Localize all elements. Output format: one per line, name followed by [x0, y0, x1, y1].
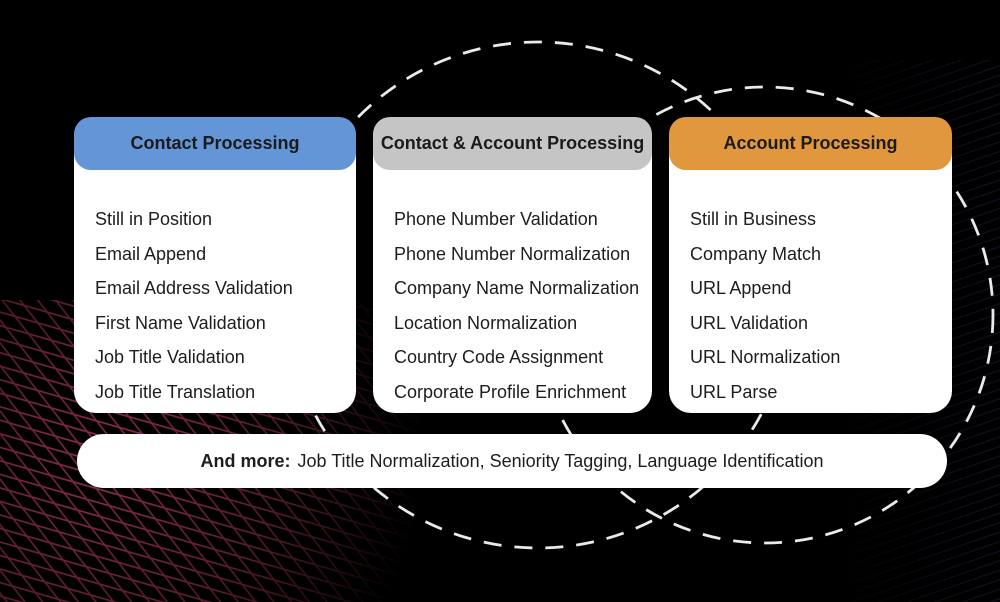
list-item: Job Title Validation — [95, 347, 245, 368]
card-contact-account-processing-items: Phone Number Validation Phone Number Nor… — [373, 186, 652, 413]
list-item: Still in Business — [690, 209, 817, 229]
and-more-text: Job Title Normalization, Seniority Taggi… — [297, 450, 824, 471]
card-contact-processing-header: Contact Processing — [74, 117, 356, 170]
card-contact-processing-items: Still in Position Email Append Email Add… — [74, 186, 356, 413]
list-item: URL Validation — [690, 312, 809, 333]
and-more-label: And more: — [200, 450, 291, 471]
list-item: Location Normalization — [394, 312, 578, 333]
list-item: First Name Validation — [95, 312, 266, 333]
card-contact-processing: Contact Processing Still in Position Ema… — [74, 117, 356, 413]
list-item: Company Match — [690, 243, 822, 264]
list-item: Country Code Assignment — [394, 347, 604, 368]
list-item: Email Address Validation — [95, 278, 293, 299]
card-contact-account-processing-header: Contact & Account Processing — [373, 117, 652, 170]
list-item: Company Name Normalization — [394, 278, 640, 299]
list-item: URL Parse — [690, 381, 778, 402]
list-item: Phone Number Normalization — [394, 243, 631, 264]
list-item: Corporate Profile Enrichment — [394, 381, 627, 402]
card-account-processing: Account Processing Still in Business Com… — [669, 117, 952, 413]
list-item: URL Normalization — [690, 347, 841, 368]
and-more-bar: And more: Job Title Normalization, Senio… — [77, 434, 947, 488]
list-item: Still in Position — [95, 209, 213, 229]
list-item: Job Title Translation — [95, 381, 256, 402]
list-item: URL Append — [690, 278, 792, 299]
card-account-processing-header: Account Processing — [669, 117, 952, 170]
list-item: Phone Number Validation — [394, 209, 598, 229]
card-account-processing-items: Still in Business Company Match URL Appe… — [669, 186, 952, 413]
list-item: Email Append — [95, 243, 207, 264]
card-contact-account-processing: Contact & Account Processing Phone Numbe… — [373, 117, 652, 413]
